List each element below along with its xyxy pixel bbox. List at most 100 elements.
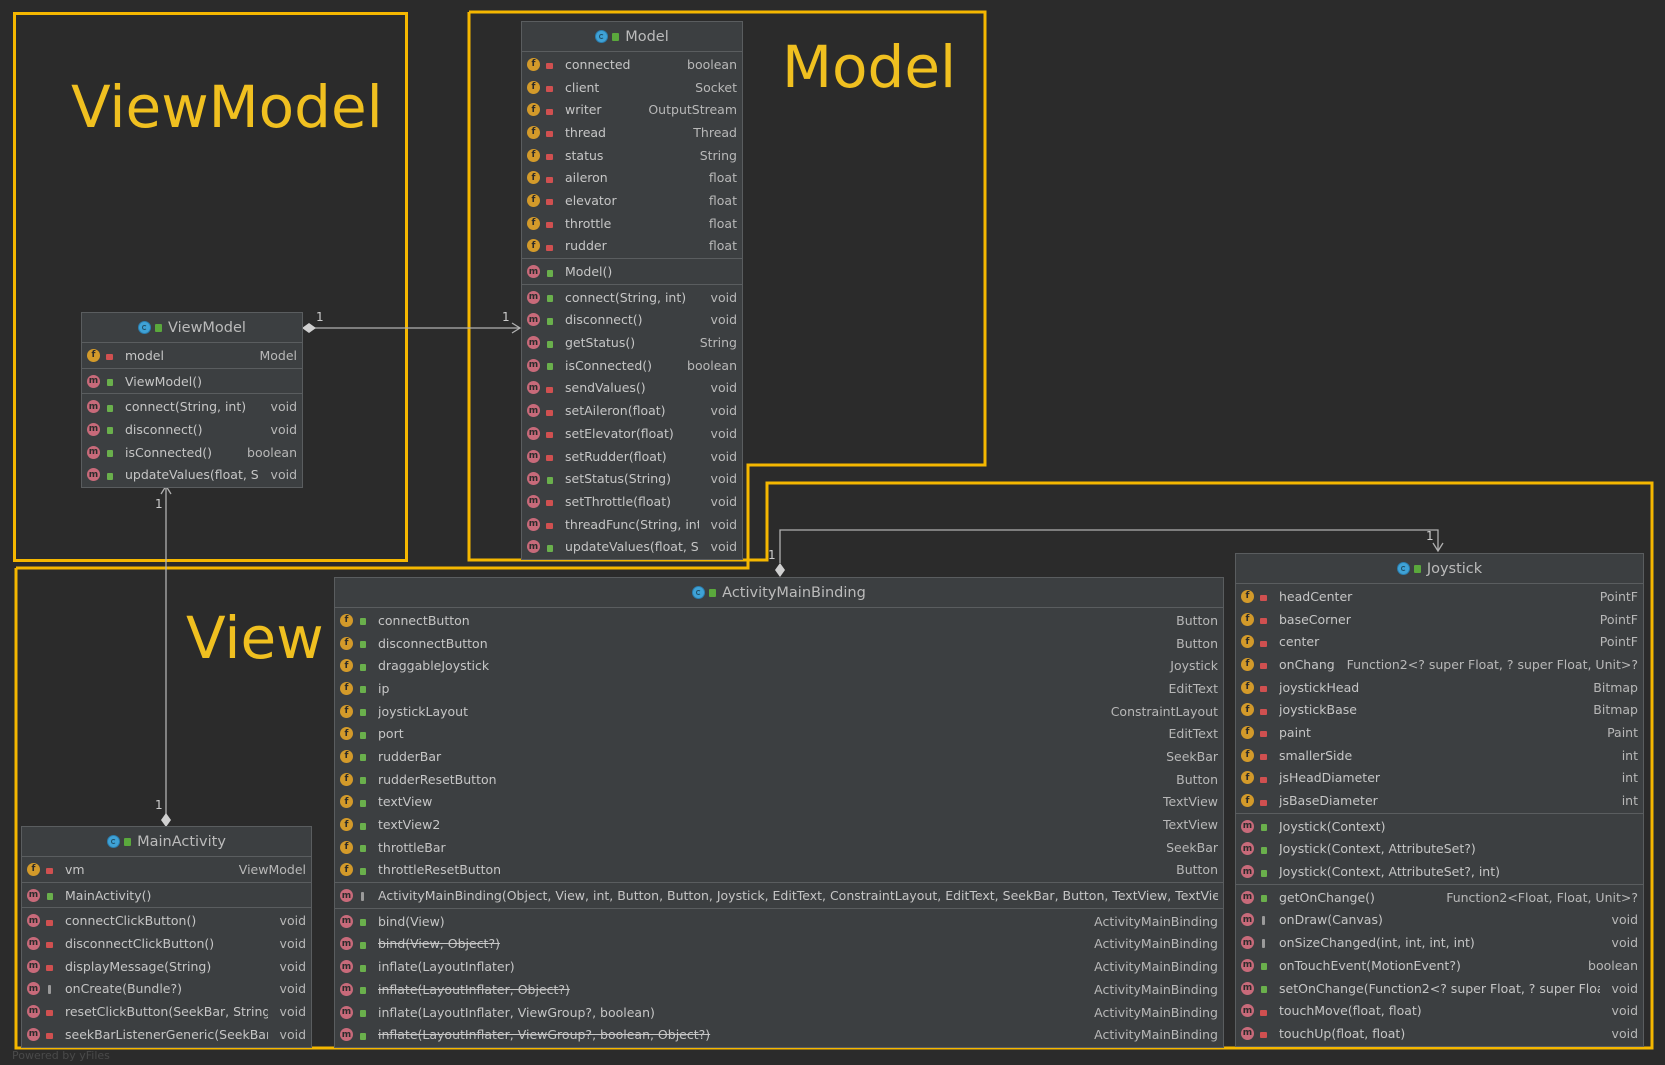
field-name: connectButton bbox=[378, 612, 470, 628]
public-visibility-icon bbox=[356, 705, 369, 718]
method-icon: m bbox=[27, 914, 40, 928]
field-type: int bbox=[1621, 770, 1638, 786]
vm-model-arrow bbox=[511, 322, 522, 334]
method-icon: m bbox=[1241, 819, 1254, 833]
public-visibility-icon bbox=[103, 375, 116, 388]
field-row[interactable]: fonChangeFunction2<? super Float, ? supe… bbox=[1236, 653, 1643, 676]
public-visibility-icon bbox=[356, 960, 369, 973]
method-icon: m bbox=[1241, 865, 1254, 879]
method-icon: m bbox=[1241, 1004, 1254, 1018]
class-name: Model bbox=[625, 28, 669, 45]
private-visibility-icon bbox=[43, 914, 56, 927]
public-visibility-icon bbox=[543, 359, 556, 372]
method-type: boolean bbox=[1588, 957, 1638, 973]
method-type: ActivityMainBinding bbox=[1094, 913, 1218, 929]
protected-visibility-icon bbox=[1257, 936, 1270, 949]
field-type: Function2<? super Float, ? super Float, … bbox=[1346, 656, 1638, 672]
method-type: ActivityMainBinding bbox=[1094, 936, 1218, 952]
method-name: resetClickButton(SeekBar, String) bbox=[65, 1003, 268, 1019]
